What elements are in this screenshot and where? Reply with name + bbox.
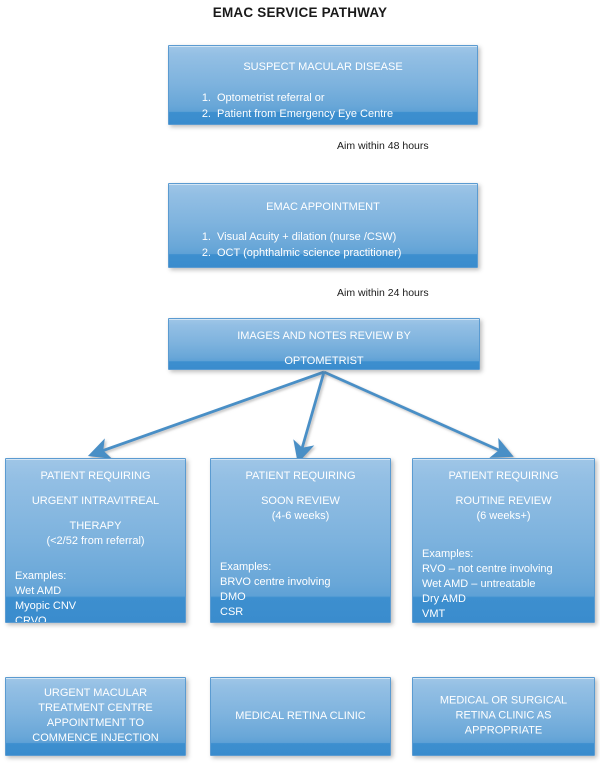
example-item: Macular Hole ERM [422,622,594,623]
list-item-text: OCT (ophthalmic science practitioner) [217,247,402,259]
example-item: DMO [220,591,246,603]
list-item-text: Optometrist referral or [217,92,325,104]
node-timeframe: (6 weeks+) [476,510,531,522]
node-item-list: 1. Optometrist referral or 2. Patient fr… [199,90,477,122]
example-item: Wet AMD [15,585,62,597]
node-heading-line2: ROUTINE REVIEW [455,495,552,507]
list-item-number: 2. [201,247,211,259]
node-heading-line1: PATIENT REQUIRING [245,470,356,482]
node-heading-line3: THERAPY [69,520,122,532]
node-heading-line1: URGENT MACULAR [43,686,148,699]
node-heading-line1: PATIENT REQUIRING [448,470,559,482]
node-patient-requiring-soon-review[interactable]: PATIENT REQUIRING SOON REVIEW (4-6 weeks… [210,458,391,623]
examples-label: Examples: [220,561,272,573]
node-heading-line1: MEDICAL RETINA CLINIC [235,709,366,722]
example-item: RVO – not centre involving [422,563,553,575]
node-emac-appointment[interactable]: EMAC APPOINTMENT 1. Visual Acuity + dila… [168,183,478,268]
example-item: Dry AMD [422,593,466,605]
node-urgent-macular-treatment-centre[interactable]: URGENT MACULAR TREATMENT CENTRE APPOINTM… [5,677,186,756]
example-item: CRVO [15,615,47,623]
arrow-review-to-urgent [87,370,325,459]
list-item: 1. Visual Acuity + dilation (nurse /CSW) [199,229,477,245]
page-title: EMAC SERVICE PATHWAY [212,5,388,20]
node-heading-line2: URGENT INTRAVITREAL [31,495,160,507]
examples-list: RVO – not centre involving Wet AMD – unt… [422,562,594,623]
list-item: 2. OCT (ophthalmic science practitioner) [199,245,477,261]
example-item: Wet AMD – untreatable [422,578,536,590]
node-heading-line1: PATIENT REQUIRING [40,470,151,482]
arrow-review-to-routine [323,370,514,458]
node-heading: EMAC APPOINTMENT [266,201,380,213]
node-heading-line1: MEDICAL OR SURGICAL [439,694,568,707]
list-item: 1. Optometrist referral or [199,90,477,106]
node-heading-line2: RETINA CLINIC AS [455,709,552,722]
node-medical-retina-clinic[interactable]: MEDICAL RETINA CLINIC [210,677,391,756]
node-medical-or-surgical-retina-clinic[interactable]: MEDICAL OR SURGICAL RETINA CLINIC AS APP… [412,677,595,756]
node-heading: MEDICAL OR SURGICAL RETINA CLINIC AS APP… [413,693,594,738]
example-item: BRVO centre involving [220,576,331,588]
list-item-text: Patient from Emergency Eye Centre [217,108,394,120]
node-timeframe: (4-6 weeks) [271,510,330,522]
node-heading-line3: APPOINTMENT TO [46,716,145,729]
examples-list: BRVO centre involving DMO CSR [220,575,390,620]
arrow-review-to-soon [293,371,326,464]
list-item-number: 2. [201,108,211,120]
node-heading-line3: APPROPRIATE [464,724,543,737]
node-heading-line2: OPTOMETRIST [284,355,364,367]
example-item: CSR [220,606,244,618]
node-heading: URGENT MACULAR TREATMENT CENTRE APPOINTM… [6,685,185,745]
example-item: Myopic CNV [15,600,77,612]
node-patient-requiring-routine-review[interactable]: PATIENT REQUIRING ROUTINE REVIEW (6 week… [412,458,595,623]
connector-label-24-hours: Aim within 24 hours [337,287,429,299]
node-heading: MEDICAL RETINA CLINIC [211,709,390,724]
example-item: VMT [422,608,446,620]
node-heading-line2: SOON REVIEW [261,495,340,507]
node-item-list: 1. Visual Acuity + dilation (nurse /CSW)… [199,229,477,261]
node-timeframe: (<2/52 from referral) [46,535,145,547]
node-images-notes-review[interactable]: IMAGES AND NOTES REVIEW BY OPTOMETRIST [168,318,480,370]
examples-list: Wet AMD Myopic CNV CRVO [15,584,185,623]
examples-label: Examples: [422,548,474,560]
node-heading-line1: IMAGES AND NOTES REVIEW BY [237,330,411,342]
list-item-number: 1. [201,92,211,104]
list-item-text: Visual Acuity + dilation (nurse /CSW) [217,231,397,243]
node-heading-line2: TREATMENT CENTRE [38,701,153,714]
connector-label-48-hours: Aim within 48 hours [337,140,429,152]
node-patient-requiring-urgent-intravitreal-therapy[interactable]: PATIENT REQUIRING URGENT INTRAVITREAL TH… [5,458,186,623]
list-item-number: 1. [201,231,211,243]
list-item: 2. Patient from Emergency Eye Centre [199,106,477,122]
node-suspect-macular-disease[interactable]: SUSPECT MACULAR DISEASE 1. Optometrist r… [168,45,478,125]
node-heading-line4: COMMENCE INJECTION [32,731,159,744]
examples-label: Examples: [15,570,67,582]
node-heading: SUSPECT MACULAR DISEASE [243,61,403,73]
